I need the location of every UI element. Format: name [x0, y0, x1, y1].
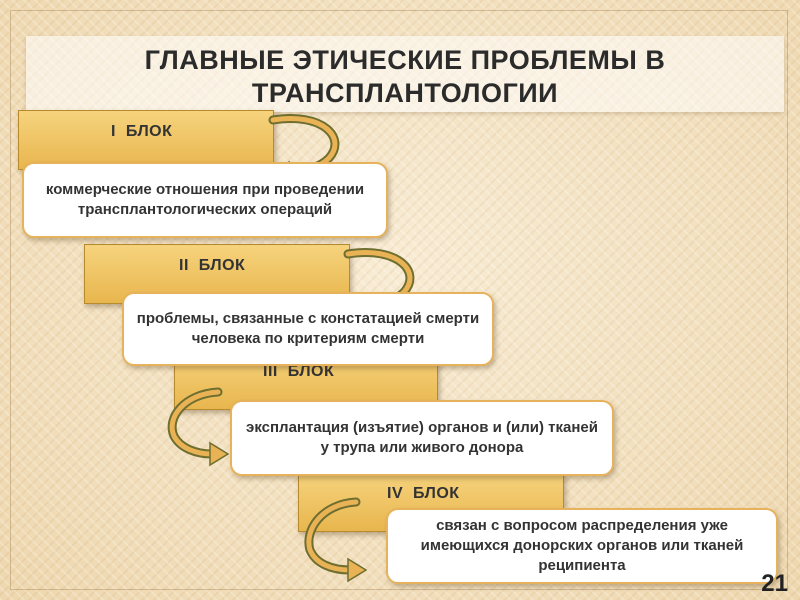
page-number: 21	[761, 570, 788, 597]
block-text-2: проблемы, связанные с констатацией смерт…	[122, 292, 494, 366]
curved-arrow-icon-3	[167, 387, 230, 467]
block-label-2: II БЛОК	[179, 257, 246, 274]
block-label-4: IV БЛОК	[387, 485, 460, 502]
slide-frame	[10, 10, 788, 590]
block-label-1: I БЛОК	[111, 123, 173, 140]
block-text-4: связан с вопросом распределения уже имею…	[386, 508, 778, 584]
block-label-3: III БЛОК	[263, 363, 335, 380]
curved-arrow-icon-4	[304, 497, 368, 583]
block-header-1: I БЛОК	[18, 110, 274, 170]
slide-title: ГЛАВНЫЕ ЭТИЧЕСКИЕ ПРОБЛЕМЫ В ТРАНСПЛАНТО…	[144, 45, 666, 108]
block-text-1: коммерческие отношения при проведении тр…	[22, 162, 388, 238]
title-band	[26, 36, 784, 112]
block-text-3: эксплантация (изъятие) органов и (или) т…	[230, 400, 614, 476]
